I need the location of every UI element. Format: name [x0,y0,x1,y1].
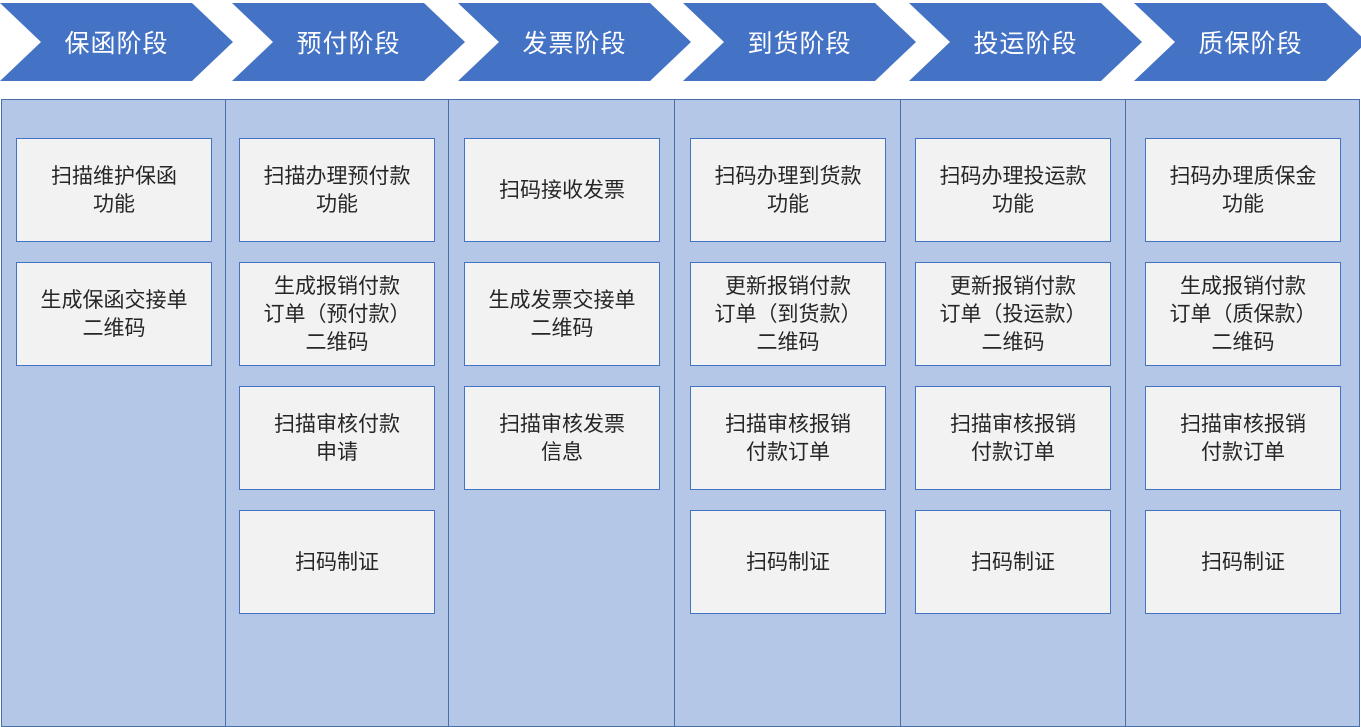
chevron-arrow-fill [683,3,916,81]
stage-chevron-1: 保函阶段 [0,3,233,81]
process-step-card: 更新报销付款 订单（投运款） 二维码 [915,262,1111,366]
process-step-card: 更新报销付款 订单（到货款） 二维码 [690,262,886,366]
process-step-card: 扫码办理投运款 功能 [915,138,1111,242]
chevron-arrow-fill [232,3,465,81]
stage-title: 到货阶段 [747,29,852,58]
process-step-card: 扫描办理预付款 功能 [239,138,435,242]
process-step-card: 扫描审核报销 付款订单 [690,386,886,490]
chevron-arrow-shape [909,3,1142,81]
process-step-card: 扫码办理质保金 功能 [1145,138,1341,242]
stage-chevron-5: 投运阶段 [909,3,1142,81]
process-step-card: 扫码办理到货款 功能 [690,138,886,242]
process-step-card: 扫描审核报销 付款订单 [915,386,1111,490]
stage-title: 投运阶段 [973,29,1078,58]
chevron-arrow-fill [1134,3,1361,81]
chevron-arrow-shape [458,3,691,81]
chevron-arrow-shape [232,3,465,81]
process-step-card: 扫码接收发票 [464,138,660,242]
process-step-card: 扫码制证 [915,510,1111,614]
chevron-arrow-shape [0,3,233,81]
process-step-card: 扫描审核付款 申请 [239,386,435,490]
stage-chevron-2: 预付阶段 [232,3,465,81]
process-step-card: 扫描审核报销 付款订单 [1145,386,1341,490]
stage-chevron-4: 到货阶段 [683,3,916,81]
chevron-arrow-shape [1134,3,1361,81]
stage-chevron-3: 发票阶段 [458,3,691,81]
process-step-card: 扫码制证 [1145,510,1341,614]
process-step-card: 生成保函交接单 二维码 [16,262,212,366]
process-step-card: 扫码制证 [690,510,886,614]
process-step-card: 扫描审核发票 信息 [464,386,660,490]
process-step-card: 生成发票交接单 二维码 [464,262,660,366]
chevron-arrow-fill [458,3,691,81]
chevron-arrow-fill [0,3,233,81]
stage-title: 预付阶段 [296,29,401,58]
process-step-card: 生成报销付款 订单（预付款） 二维码 [239,262,435,366]
stage-title: 发票阶段 [522,29,627,58]
chevron-arrow-fill [909,3,1142,81]
process-step-card: 扫码制证 [239,510,435,614]
process-step-card: 生成报销付款 订单（质保款） 二维码 [1145,262,1341,366]
stage-title: 保函阶段 [64,29,169,58]
process-step-card: 扫描维护保函 功能 [16,138,212,242]
chevron-arrow-shape [683,3,916,81]
stage-title: 质保阶段 [1198,29,1303,58]
stage-chevron-6: 质保阶段 [1134,3,1361,81]
